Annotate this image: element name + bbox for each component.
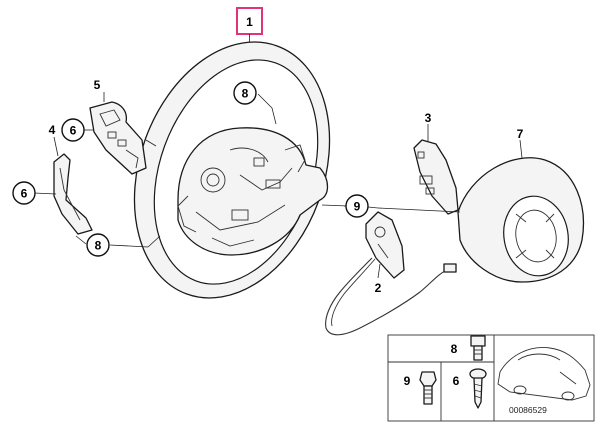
svg-text:9: 9	[354, 200, 361, 214]
svg-text:9: 9	[404, 374, 411, 388]
part-3-switch-unit[interactable]	[413, 139, 459, 215]
callout-4: 4	[49, 123, 56, 137]
svg-text:8: 8	[242, 87, 249, 101]
inset-callout-9: 9	[404, 371, 437, 405]
inset-callout-6: 6	[453, 368, 487, 409]
callout-8-lower: 8	[86, 233, 110, 257]
callout-7: 7	[517, 127, 524, 141]
hardware-inset: 8 9 6	[387, 334, 595, 422]
part-7-airbag-module[interactable]	[457, 157, 585, 283]
svg-text:6: 6	[70, 124, 77, 138]
callout-6-left: 6	[61, 118, 85, 142]
callout-8-top: 8	[233, 81, 257, 105]
svg-text:6: 6	[453, 374, 460, 388]
part-4-trim-cover[interactable]	[53, 153, 93, 235]
svg-text:6: 6	[21, 187, 28, 201]
part-5-switch-cover[interactable]	[89, 101, 147, 175]
callout-9: 9	[345, 194, 369, 218]
svg-text:8: 8	[451, 342, 458, 356]
part-2-cable[interactable]	[325, 257, 457, 336]
steering-wheel[interactable]	[100, 14, 363, 325]
diagram-reference-number: 00086529	[509, 405, 547, 415]
callout-2: 2	[375, 281, 382, 295]
main-part-number: 1	[246, 15, 253, 29]
leader-lines	[33, 92, 523, 279]
callout-5: 5	[94, 78, 101, 92]
screw-icon	[469, 368, 487, 409]
car-silhouette-icon	[497, 347, 591, 401]
part-9-switch-module[interactable]	[365, 211, 405, 279]
callout-3: 3	[425, 111, 432, 125]
inset-callout-8: 8	[451, 335, 486, 361]
bolt-icon	[470, 335, 486, 361]
svg-text:8: 8	[95, 239, 102, 253]
callout-6-lower: 6	[12, 181, 36, 205]
bolt-icon	[419, 371, 437, 405]
